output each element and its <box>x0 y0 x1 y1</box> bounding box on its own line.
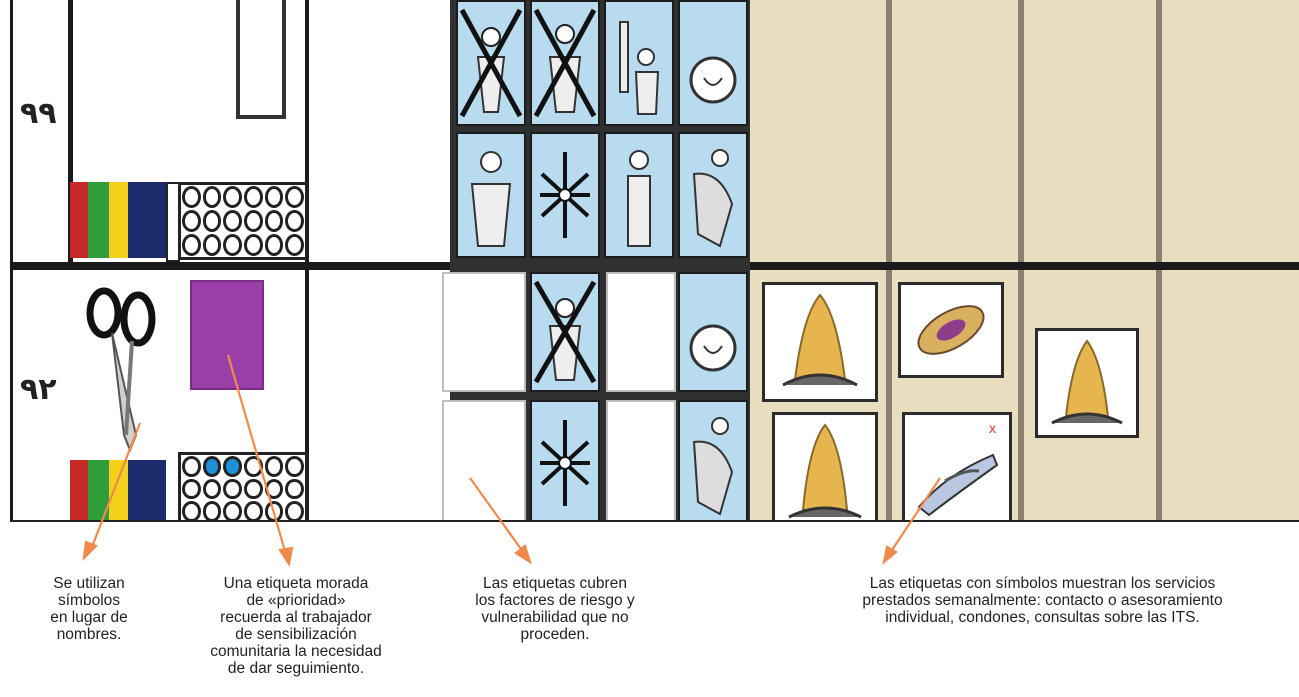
priority-purple-tag <box>190 280 264 390</box>
standing-figure-icon <box>604 132 674 258</box>
services-column-divider <box>886 0 892 520</box>
bead-counter <box>178 452 308 520</box>
callout-service-tags: Las etiquetas con símbolos muestran los … <box>862 575 1223 626</box>
left-border-line <box>10 0 13 520</box>
face-icon <box>678 0 748 126</box>
face-icon <box>678 272 748 392</box>
blank-cover-tag <box>442 400 526 520</box>
figure-icon <box>456 132 526 258</box>
bead-counter <box>178 182 308 260</box>
callout-symbols: Se utilizan símbolos en lugar de nombres… <box>50 575 128 643</box>
condom-icon <box>1035 328 1139 438</box>
crossed-figure-icon <box>530 272 600 392</box>
std-consult-icon <box>898 282 1004 378</box>
dancer-icon <box>678 400 748 520</box>
white-tag <box>236 0 286 119</box>
blank-cover-tag <box>442 272 526 392</box>
outreach-board-photo: ٩٩ ٩٢ <box>10 0 1299 522</box>
color-stripes <box>70 460 166 520</box>
dancer-icon <box>678 132 748 258</box>
talk-icon: x <box>902 412 1012 520</box>
row-number: ٩٩ <box>20 96 59 131</box>
condom-icon <box>762 282 878 402</box>
column-divider <box>68 0 73 262</box>
services-column-divider <box>1156 0 1162 520</box>
services-column-divider <box>1018 0 1024 520</box>
crossed-figure-icon <box>530 0 600 126</box>
blank-cover-tag <box>606 272 676 392</box>
blank-cover-tag <box>606 400 676 520</box>
asterisk-icon <box>530 400 600 520</box>
column-divider <box>305 0 309 520</box>
asterisk-icon <box>530 132 600 258</box>
callout-risk-tags: Las etiquetas cubren los factores de rie… <box>475 575 635 643</box>
bottle-figure-icon <box>604 0 674 126</box>
callout-priority-tag: Una etiqueta morada de «prioridad» recue… <box>210 575 382 677</box>
color-stripes <box>70 182 166 258</box>
condom-icon <box>772 412 878 520</box>
svg-text:x: x <box>989 420 996 436</box>
crossed-figure-icon <box>456 0 526 126</box>
row-number: ٩٢ <box>20 372 59 407</box>
